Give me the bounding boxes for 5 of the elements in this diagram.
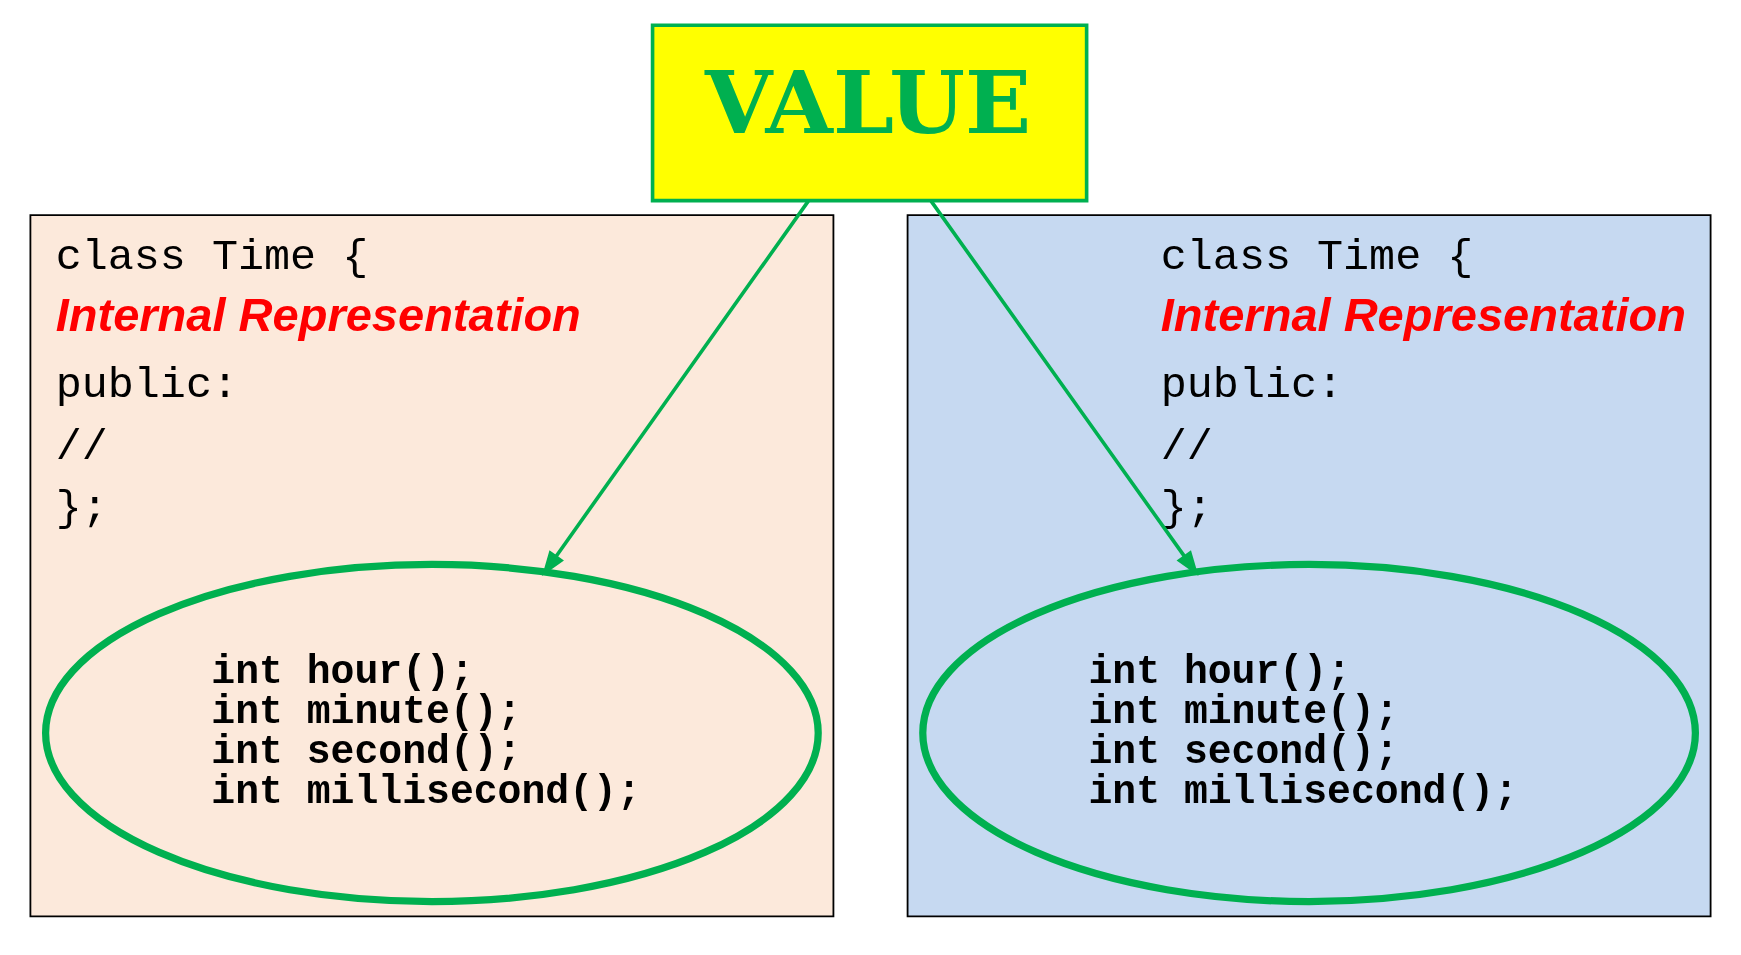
node-ellipse: int hour(); int minute(); int second(); int millisecond();	[919, 560, 1699, 905]
node-ellipse: int hour(); int minute(); int second(); int millisecond();	[42, 560, 822, 905]
arrow	[542, 199, 810, 576]
node-box: VALUE	[650, 22, 1089, 202]
arrow	[929, 199, 1199, 576]
